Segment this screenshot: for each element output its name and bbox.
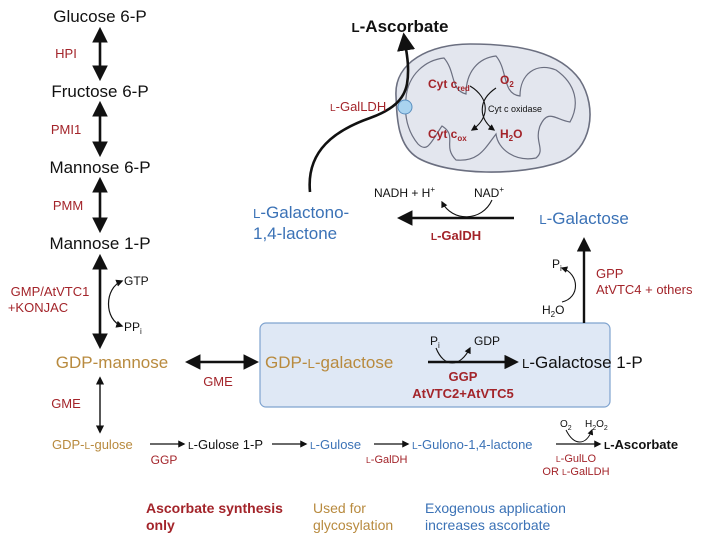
nadh-label: NADH + H+ — [374, 185, 435, 200]
gme-vertical-enzyme-label: GME — [51, 396, 81, 411]
l-galactono-lactone-label-line2: 1,4-lactone — [253, 224, 337, 243]
legend-gold-line1: Used for — [313, 500, 366, 516]
gpp-water-label: H2O — [542, 303, 564, 319]
cyt-c-oxidation-arrow — [469, 85, 486, 131]
atvtc4-enzyme-label: AtVTC4 + others — [596, 282, 693, 297]
glucose-6-phosphate-label: Glucose 6-P — [53, 7, 147, 26]
legend-blue-line2: increases ascorbate — [425, 517, 551, 533]
l-gullo-enzyme-label: L-GulLO — [556, 453, 597, 465]
gmp-atvtc1-enzyme-label: GMP/AtVTC1 — [11, 284, 90, 299]
mitochondrion-cristae — [404, 55, 576, 161]
konjac-enzyme-label: +KONJAC — [8, 300, 68, 315]
nad-nadh-side-arrow — [441, 199, 493, 218]
mannose-6-phosphate-label: Mannose 6-P — [49, 158, 150, 177]
legend-blue-line1: Exogenous application — [425, 500, 566, 516]
gallddh-transporter-icon — [397, 99, 413, 115]
atvtc2-atvtc5-enzyme-label: AtVTC2+AtVTC5 — [412, 386, 514, 401]
oxygen-label: O2 — [500, 73, 514, 89]
water-label: H2O — [500, 127, 522, 143]
mannose-1-phosphate-label: Mannose 1-P — [49, 234, 150, 253]
gpp-pi-label: Pi — [552, 257, 562, 273]
pmi1-enzyme-label: PMI1 — [51, 122, 81, 137]
cyt-c-oxidized-label: Cyt cox — [428, 127, 467, 143]
ggp-enzyme-label: GGP — [449, 369, 478, 384]
pi-label: Pi — [430, 334, 440, 350]
l-ascorbate-top-label: L-Ascorbate — [352, 17, 449, 36]
pmm-enzyme-label: PMM — [53, 198, 83, 213]
fructose-6-phosphate-label: Fructose 6-P — [51, 82, 148, 101]
pi-gdp-side-arrow — [435, 346, 471, 364]
l-galdh-gulose-enzyme-label: L-GalDH — [366, 454, 408, 466]
l-galactose-1-phosphate-label: L-Galactose 1-P — [522, 353, 643, 372]
pi-h2o-side-arrow — [560, 266, 577, 303]
legend-red-line1: Ascorbate synthesis — [146, 500, 283, 516]
hpi-enzyme-label: HPI — [55, 46, 77, 61]
legend-red-line2: only — [146, 517, 175, 533]
ggp-highlight-box — [259, 322, 611, 408]
l-galactono-lactone-label: L-Galactono- — [253, 203, 349, 222]
gulose-oxygen-label: O2 — [560, 419, 572, 432]
nad-label: NAD+ — [474, 185, 504, 200]
pyrophosphate-label: PPi — [124, 320, 142, 336]
l-galdh-enzyme-label: L-GalDH — [431, 228, 481, 243]
l-galactono-to-ascorbate-arrow — [308, 32, 416, 193]
cyt-c-oxidase-label: Cyt c oxidase — [488, 104, 542, 114]
cyt-c-reduced-label: Cyt cred — [428, 77, 470, 93]
l-ascorbate-bottom-label: L-Ascorbate — [604, 437, 678, 452]
gtp-pp-side-arrow — [108, 279, 124, 328]
gtp-label: GTP — [124, 274, 149, 288]
gdp-l-gulose-label: GDP-L-gulose — [52, 437, 133, 452]
o2-h2o2-side-arrow — [565, 428, 594, 443]
oxygen-reduction-arrow — [481, 87, 497, 131]
or-l-galldh-enzyme-label: OR L-GalLDH — [542, 466, 609, 478]
l-gulose-1-phosphate-label: L-Gulose 1-P — [188, 437, 263, 452]
mitochondrion-outer-membrane — [395, 43, 591, 173]
gpp-enzyme-label: GPP — [596, 266, 623, 281]
legend-gold-line2: glycosylation — [313, 517, 393, 533]
gdp-l-galactose-label: GDP-L-galactose — [265, 353, 393, 372]
hydrogen-peroxide-label: H2O2 — [585, 419, 608, 432]
gdp-mannose-label: GDP-mannose — [56, 353, 168, 372]
ggp-gulose-enzyme-label: GGP — [151, 453, 178, 467]
l-gulose-label: L-Gulose — [310, 437, 361, 452]
l-galldh-enzyme-label: L-GalLDH — [330, 99, 386, 114]
l-galactose-label: L-Galactose — [539, 209, 629, 228]
gdp-label: GDP — [474, 334, 500, 348]
gme-horizontal-enzyme-label: GME — [203, 374, 233, 389]
l-gulono-lactone-label: L-Gulono-1,4-lactone — [412, 437, 533, 452]
